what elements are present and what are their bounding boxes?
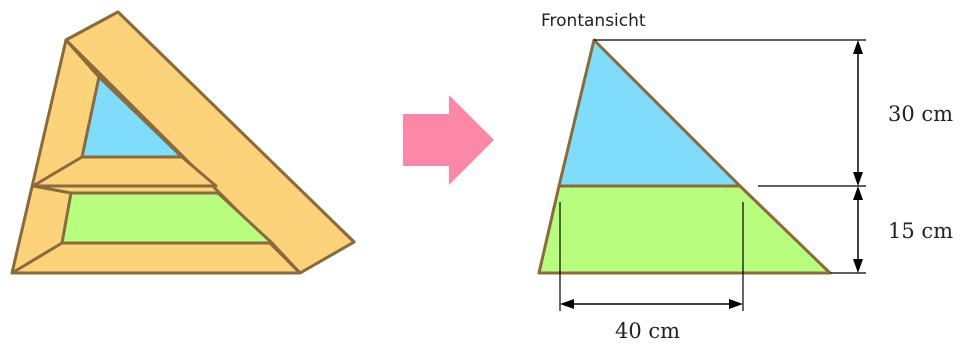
front-upper-section xyxy=(557,38,742,188)
frame-bevel-line xyxy=(32,184,72,195)
upper-height-label: 30 cm xyxy=(888,102,953,126)
frame-bevel-line xyxy=(64,39,101,78)
lower-height-dimension xyxy=(853,186,863,273)
front-view: Frontansicht 30 cm 15 cm xyxy=(537,11,953,343)
middle-shelf-board xyxy=(31,155,218,188)
upper-height-dimension xyxy=(853,40,863,186)
shelf-3d-view xyxy=(10,10,356,275)
frame-bevel-line xyxy=(270,241,302,275)
width-dimension xyxy=(560,299,743,309)
lower-height-label: 15 cm xyxy=(888,219,953,243)
frame-bevel-line xyxy=(11,241,63,275)
front-lower-section xyxy=(537,184,832,275)
width-label: 40 cm xyxy=(615,319,680,343)
right-arrow xyxy=(403,95,494,185)
front-view-title: Frontansicht xyxy=(541,11,646,31)
